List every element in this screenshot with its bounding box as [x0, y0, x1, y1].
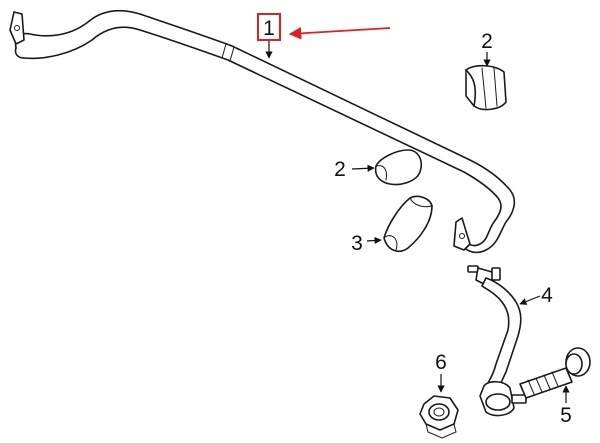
callout-1-red-arrow [288, 27, 391, 40]
callout-2-mid-label: 2 [334, 158, 346, 181]
callout-6-label: 6 [435, 351, 447, 374]
callout-1-group[interactable]: 1 [257, 13, 391, 59]
callout-4-label: 4 [541, 284, 553, 307]
stabilizer-link[interactable] [467, 265, 527, 417]
callout-2-mid-leader [351, 164, 375, 172]
callout-6-group[interactable]: 6 [435, 351, 447, 393]
callout-2-top-group[interactable]: 2 [481, 30, 493, 67]
callout-3-label: 3 [351, 232, 363, 255]
bracket[interactable] [383, 195, 433, 252]
callout-1-label: 1 [263, 17, 275, 40]
bolt[interactable] [519, 347, 591, 399]
callout-5-group[interactable]: 5 [560, 385, 572, 427]
callout-5-label: 5 [560, 404, 572, 427]
callout-1-highlight-box [257, 13, 281, 41]
callout-3-group[interactable]: 3 [351, 232, 382, 255]
callout-3-leader [366, 236, 382, 245]
callout-4-group[interactable]: 4 [519, 284, 553, 307]
bushing-mid[interactable] [374, 149, 423, 186]
bushing-top[interactable] [465, 64, 507, 111]
nut[interactable] [419, 395, 459, 439]
stabilizer-bar[interactable] [9, 9, 516, 254]
callout-4-leader [519, 295, 541, 305]
callout-2-mid-group[interactable]: 2 [334, 158, 375, 181]
callout-2-top-label: 2 [481, 30, 493, 53]
